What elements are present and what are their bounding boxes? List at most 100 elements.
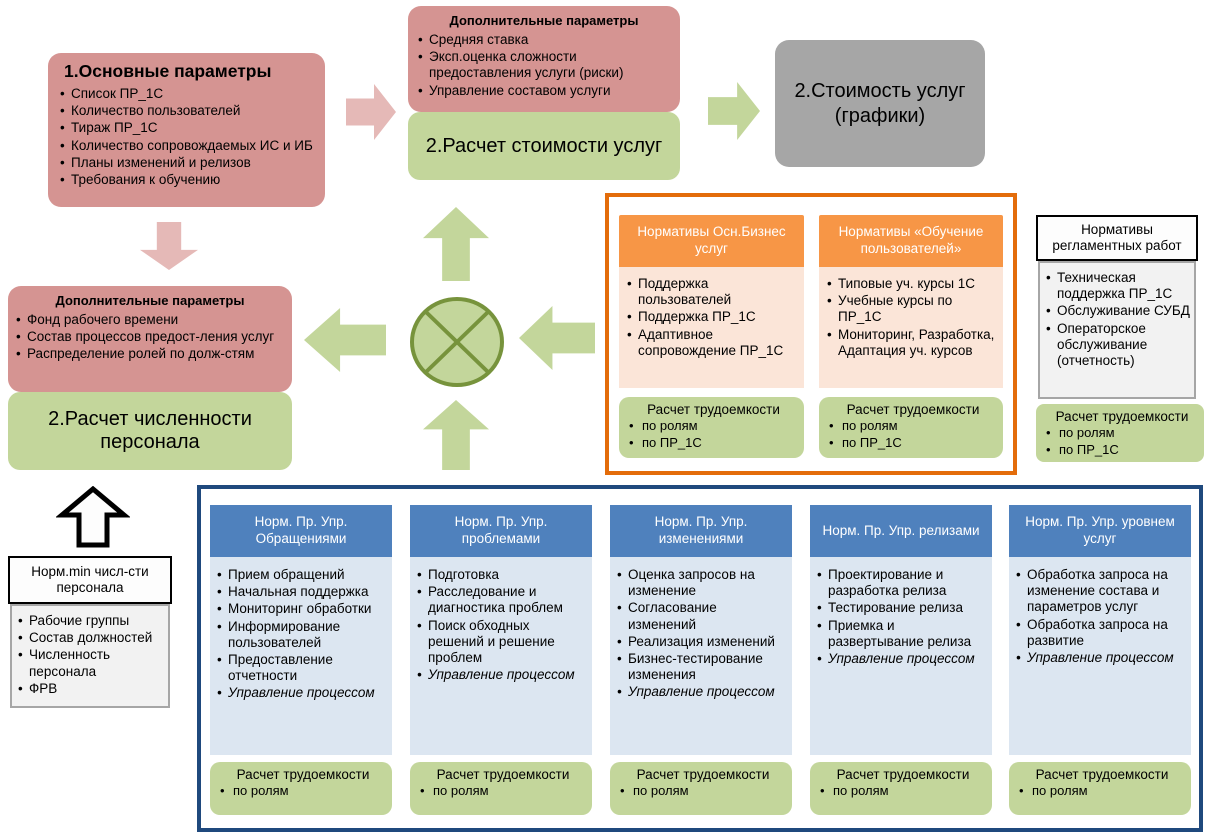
- calc-title: Расчет трудоемкости: [846, 402, 980, 417]
- list-item: Количество сопровождаемых ИС и ИБ: [60, 138, 313, 154]
- list-item: Состав должностей: [18, 630, 164, 646]
- list-item: Техническая поддержка ПР_1С: [1046, 270, 1190, 302]
- process-col-releases-calc: Расчет трудоемкости по ролям: [810, 762, 992, 815]
- process-col-requests-header: Норм. Пр. Упр. Обращениями: [210, 505, 392, 557]
- list-item: по ролям: [220, 783, 386, 799]
- list-item: Подготовка: [417, 567, 588, 583]
- min-staff-header: Норм.min числ-сти персонала: [8, 556, 172, 604]
- list-item: по ролям: [620, 783, 786, 799]
- list-item: Тестирование релиза: [817, 600, 988, 616]
- list-item: Рабочие группы: [18, 613, 164, 629]
- list-item: Фонд рабочего времени: [16, 312, 284, 328]
- list-item: по ролям: [820, 783, 986, 799]
- list-item: по ролям: [420, 783, 586, 799]
- list-item: Управление процессом: [417, 667, 588, 683]
- list-item: Обслуживание СУБД: [1046, 303, 1190, 319]
- calc-list: по ролямпо ПР_1С: [829, 418, 997, 450]
- process-col-changes-header: Норм. Пр. Упр. изменениями: [610, 505, 792, 557]
- list-item: Список ПР_1С: [60, 86, 313, 102]
- business-norms-box1-list: Поддержка пользователейПоддержка ПР_1С Ад…: [627, 276, 800, 359]
- calc-list: по ролям: [420, 783, 586, 799]
- list-item: Адаптивное сопровождение ПР_1С: [627, 327, 800, 359]
- additional-params-cost-list: Средняя ставкаЭксп.оценка сложности пред…: [418, 32, 670, 99]
- regulatory-norms-calc: Расчет трудоемкости по ролямпо ПР_1С: [1036, 404, 1204, 462]
- calc-list: по ролям: [820, 783, 986, 799]
- process-col-requests-body: Прием обращенийНачальная поддержкаМонито…: [210, 557, 392, 755]
- calc-title: Расчет трудоемкости: [1035, 767, 1169, 782]
- arrow-up-icon: [423, 400, 489, 470]
- process-col-problems-body: ПодготовкаРасследование и диагностика пр…: [410, 557, 592, 755]
- list-item: Поддержка ПР_1С: [627, 309, 800, 325]
- list-item: Расследование и диагностика проблем: [417, 584, 588, 616]
- process-col-changes-calc: Расчет трудоемкости по ролям: [610, 762, 792, 815]
- list-item: Количество пользователей: [60, 103, 313, 119]
- process-col-releases-header: Норм. Пр. Упр. релизами: [810, 505, 992, 557]
- list-item: Управление составом услуги: [418, 83, 670, 99]
- process-col-problems-list: ПодготовкаРасследование и диагностика пр…: [417, 567, 588, 684]
- list-item: по ролям: [629, 418, 798, 434]
- additional-params-staff-title: Дополнительные параметры: [55, 293, 245, 308]
- list-item: Приемка и развертывание релиза: [817, 618, 988, 650]
- list-item: Управление процессом: [617, 684, 788, 700]
- business-norms-box2-list: Типовые уч. курсы 1СУчебные курсы по ПР_…: [827, 276, 999, 359]
- list-item: Оценка запросов на изменение: [617, 567, 788, 599]
- calc-list: по ролям: [620, 783, 786, 799]
- business-norms-box1-body: Поддержка пользователейПоддержка ПР_1С Ад…: [619, 267, 804, 388]
- list-item: Бизнес-тестирование изменения: [617, 651, 788, 683]
- arrow-down-icon: [140, 222, 198, 270]
- calc-list: по ролям: [1019, 783, 1185, 799]
- min-staff-list: Рабочие группыСостав должностейЧисленнос…: [18, 613, 164, 697]
- list-item: ФРВ: [18, 681, 164, 697]
- list-item: по ПР_1С: [629, 435, 798, 451]
- arrow-left-icon: [304, 308, 386, 372]
- business-norms-box2-body: Типовые уч. курсы 1СУчебные курсы по ПР_…: [819, 267, 1003, 388]
- process-col-releases-body: Проектирование и разработка релизаТестир…: [810, 557, 992, 755]
- list-item: Согласование изменений: [617, 600, 788, 632]
- list-item: Обработка запроса на изменение состава и…: [1016, 567, 1187, 616]
- additional-params-staff-list: Фонд рабочего времениСостав процессов пр…: [16, 312, 284, 363]
- additional-params-cost-title: Дополнительные параметры: [449, 13, 639, 28]
- list-item: Информирование пользователей: [217, 619, 388, 651]
- arrow-right-icon: [708, 82, 760, 140]
- process-col-service-level-body: Обработка запроса на изменение состава и…: [1009, 557, 1191, 755]
- list-item: Планы изменений и релизов: [60, 155, 313, 171]
- regulatory-norms-list: Техническая поддержка ПР_1СОбслуживание …: [1046, 270, 1190, 369]
- list-item: Управление процессом: [1016, 650, 1187, 666]
- min-staff-body: Рабочие группыСостав должностейЧисленнос…: [10, 604, 170, 708]
- staff-calc-box: 2.Расчет численности персонала: [8, 392, 292, 470]
- list-item: по ПР_1С: [829, 435, 997, 451]
- basic-params-title: 1.Основные параметры: [64, 61, 272, 81]
- calc-title: Расчет трудоемкости: [636, 767, 770, 782]
- calc-title: Расчет трудоемкости: [236, 767, 370, 782]
- list-item: Мониторинг, Разработка, Адаптация уч. ку…: [827, 327, 999, 359]
- process-col-changes-body: Оценка запросов на изменениеСогласование…: [610, 557, 792, 755]
- list-item: Средняя ставка: [418, 32, 670, 48]
- cost-output-box: 2.Стоимость услуг (графики): [775, 40, 985, 167]
- arrow-up-icon: [55, 485, 131, 548]
- list-item: по ролям: [1046, 425, 1198, 441]
- list-item: Поддержка пользователей: [627, 276, 800, 308]
- list-item: по ролям: [829, 418, 997, 434]
- calc-title: Расчет трудоемкости: [1055, 409, 1189, 424]
- process-col-service-level-calc: Расчет трудоемкости по ролям: [1009, 762, 1191, 815]
- list-item: Эксп.оценка сложности предоставления усл…: [418, 49, 670, 81]
- list-item: Тираж ПР_1С: [60, 120, 313, 136]
- list-item: Управление процессом: [817, 651, 988, 667]
- list-item: Начальная поддержка: [217, 584, 388, 600]
- process-col-changes-list: Оценка запросов на изменениеСогласование…: [617, 567, 788, 701]
- regulatory-norms-header: Нормативы регламентных работ: [1036, 215, 1198, 261]
- process-col-releases-list: Проектирование и разработка релизаТестир…: [817, 567, 988, 667]
- process-col-problems-calc: Расчет трудоемкости по ролям: [410, 762, 592, 815]
- calc-title: Расчет трудоемкости: [836, 767, 970, 782]
- business-norms-box1-header: Нормативы Осн.Бизнес услуг: [619, 215, 804, 267]
- process-col-requests-list: Прием обращенийНачальная поддержкаМонито…: [217, 567, 388, 702]
- calc-list: по ролям: [220, 783, 386, 799]
- business-norms-box2-header: Нормативы «Обучение пользователей»: [819, 215, 1003, 267]
- additional-params-cost-box: Дополнительные параметры Средняя ставкаЭ…: [408, 6, 680, 112]
- arrow-up-icon: [423, 207, 489, 281]
- regulatory-norms-body: Техническая поддержка ПР_1СОбслуживание …: [1038, 261, 1196, 399]
- business-norms-box2-calc: Расчет трудоемкости по ролямпо ПР_1С: [819, 397, 1003, 458]
- list-item: Мониторинг обработки: [217, 601, 388, 617]
- calc-title: Расчет трудоемкости: [647, 402, 780, 417]
